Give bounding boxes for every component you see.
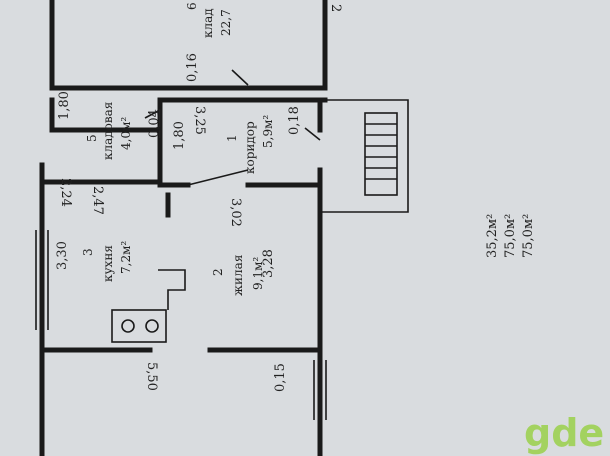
room-3-number: 3 xyxy=(81,248,95,256)
area-totals: 35,2м² 75,0м² 75,0м² xyxy=(485,214,536,258)
room-1-name: коридор xyxy=(243,121,257,174)
entrance-stairs xyxy=(320,99,409,213)
room-6-area: 22,7 xyxy=(219,9,233,36)
walls xyxy=(39,0,328,456)
room-6-name: клад xyxy=(201,8,215,38)
room-2-name: жилая xyxy=(231,255,245,296)
dim-0-18: 0,18 xyxy=(287,106,302,135)
dim-top-right: 2 xyxy=(328,4,343,12)
room-1-number: 1 xyxy=(225,134,239,142)
total-area-1: 35,2м² xyxy=(485,214,500,258)
kitchen-stove xyxy=(111,269,186,343)
total-area-3: 75,0м² xyxy=(521,214,536,258)
dim-1-80-top: 1,80 xyxy=(57,91,72,120)
room-5-number: 5 xyxy=(85,134,99,142)
dim-2-24: 2,24 xyxy=(58,178,73,207)
room-5-area: 4,0м² xyxy=(119,117,133,150)
dim-3-02: 3,02 xyxy=(228,198,243,227)
openings xyxy=(35,69,327,420)
room-labels: 5 кладовая 4,0м² 1 коридор 5,9м² 3 кухня… xyxy=(81,2,275,296)
room-5-name: кладовая xyxy=(101,102,115,160)
room-2-number: 2 xyxy=(211,268,225,276)
watermark-logo: gde xyxy=(524,411,604,455)
dim-3-25: 3,25 xyxy=(192,106,207,135)
total-area-2: 75,0м² xyxy=(503,214,518,258)
room-3-name: кухня xyxy=(101,245,115,282)
room-1-area: 5,9м² xyxy=(261,115,275,148)
dim-3-30: 3,30 xyxy=(55,241,70,270)
room-2-area: 9,1м² xyxy=(251,257,265,290)
dim-0-16: 0,16 xyxy=(185,53,200,82)
dim-0-15: 0,15 xyxy=(273,363,288,392)
dim-5-50: 5,50 xyxy=(144,362,159,391)
dim-1-80-mid: 1,80 xyxy=(172,121,187,150)
dim-0-04: 0,04 xyxy=(147,109,162,138)
room-3-area: 7,2м² xyxy=(119,241,133,274)
dim-3-28: 3,28 xyxy=(261,249,276,278)
dim-2-47: 2,47 xyxy=(90,186,105,215)
dimensions: 1,80 2,24 0,04 1,80 0,16 3,25 0,18 2,47 … xyxy=(55,4,343,392)
room-6-number: 6 xyxy=(185,2,199,10)
